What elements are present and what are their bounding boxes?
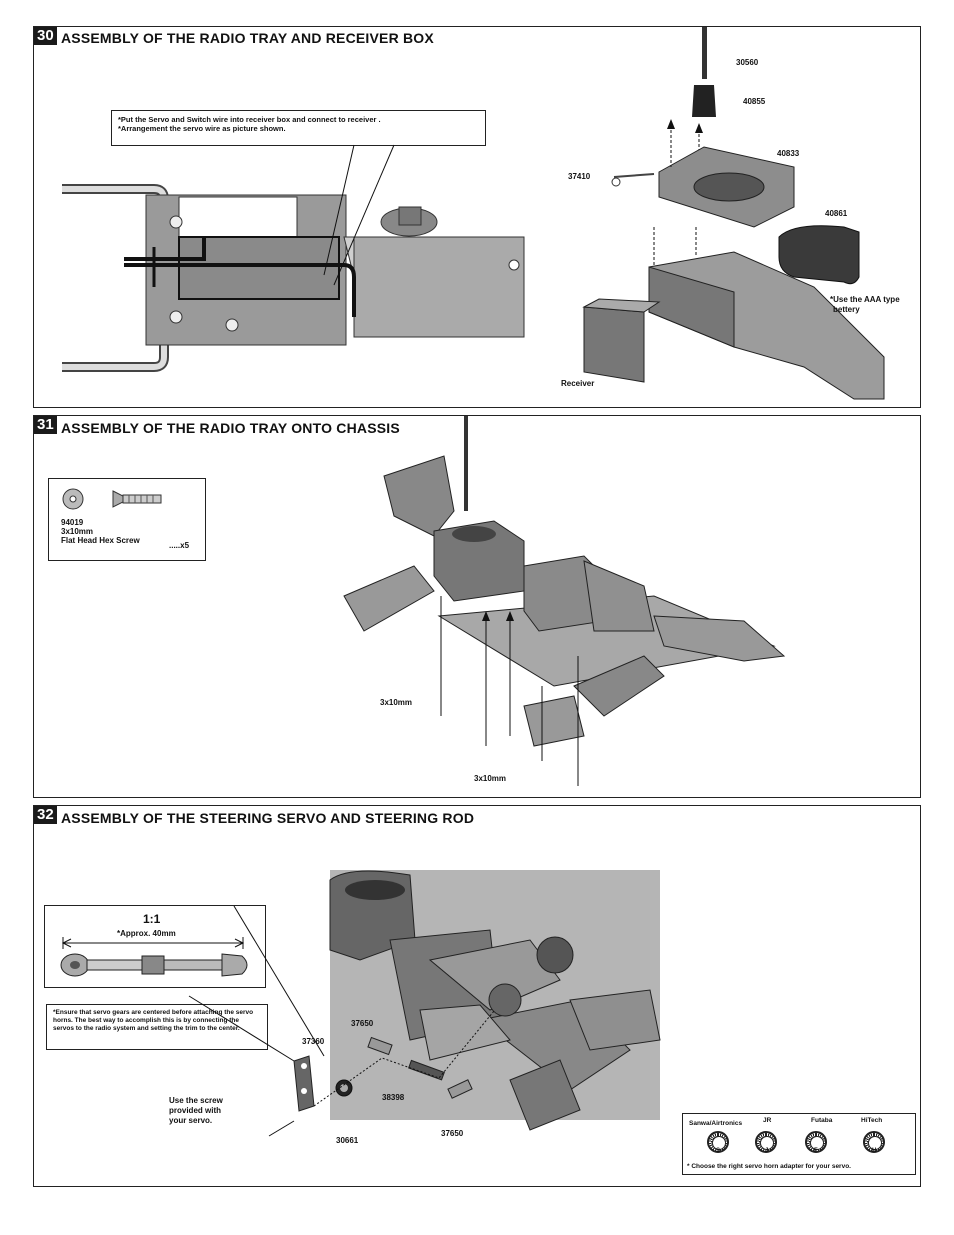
screw-note-line-1: Use the screw	[169, 1096, 223, 1105]
brand-hitech: HiTech	[861, 1117, 883, 1124]
length-arrow	[61, 937, 245, 949]
part-30661-label: 30661	[336, 1136, 359, 1145]
step-30-number: 30	[34, 27, 57, 45]
battery-note-line-1: *Use the AAA type	[830, 295, 900, 304]
brand-sanwa: Sanwa/Airtronics	[689, 1120, 743, 1127]
adapter-letter-s: S	[716, 1148, 721, 1154]
rod-scale-box: 1:1 *Approx. 40mm	[44, 905, 266, 988]
adapter-f-icon	[805, 1131, 827, 1153]
part-40855-label: 40855	[743, 97, 766, 106]
washer-icon	[62, 488, 84, 510]
part-37650-top-label: 37650	[351, 1019, 374, 1028]
adapter-note: * Choose the right servo horn adapter fo…	[687, 1163, 851, 1170]
part-40833-label: 40833	[777, 149, 800, 158]
scale-label: 1:1	[143, 912, 161, 926]
adapter-h-icon	[863, 1131, 885, 1153]
step-31-panel: 31 ASSEMBLY OF THE RADIO TRAY ONTO CHASS…	[33, 415, 921, 798]
adapter-letter-j: J	[765, 1148, 769, 1154]
brand-futaba: Futaba	[811, 1117, 833, 1124]
adapter-j-icon	[755, 1131, 777, 1153]
screw-note-line-2: provided with	[169, 1106, 221, 1115]
part-38398-label: 38398	[382, 1093, 405, 1102]
screw-label-1: 3x10mm	[380, 698, 413, 707]
step-31-number: 31	[34, 416, 57, 434]
step-31-title: ASSEMBLY OF THE RADIO TRAY ONTO CHASSIS	[61, 420, 400, 436]
part-37650-bottom-label: 37650	[441, 1129, 464, 1138]
hardware-qty: .....x5	[169, 541, 190, 550]
step-32-title: ASSEMBLY OF THE STEERING SERVO AND STEER…	[61, 810, 475, 826]
part-40861-label: 40861	[825, 209, 848, 218]
step-32-number: 32	[34, 806, 57, 824]
receiver-label: Receiver	[561, 379, 595, 388]
screw-label-2: 3x10mm	[474, 774, 507, 783]
flat-head-screw-icon	[112, 490, 162, 508]
wire-note-line-2: *Arrangement the servo wire as picture s…	[118, 124, 286, 133]
adapter-letter-h: H	[872, 1148, 877, 1154]
servo-center-note-text: *Ensure that servo gears are centered be…	[53, 1009, 254, 1032]
steering-rod-illustration	[60, 953, 248, 977]
screw-note-line-3: your servo.	[169, 1116, 213, 1125]
brand-jr: JR	[763, 1117, 772, 1124]
hardware-box: 94019 3x10mm Flat Head Hex Screw .....x5	[48, 478, 206, 561]
step-30-wire-note: *Put the Servo and Switch wire into rece…	[111, 110, 486, 146]
part-30560-label: 30560	[736, 58, 759, 67]
hardware-code: 94019	[61, 518, 84, 527]
linkage-parts-illustration	[188, 905, 495, 1137]
battery-note-line-2: bettery	[833, 305, 860, 314]
step-32-panel: 32 ASSEMBLY OF THE STEERING SERVO AND ST…	[33, 805, 921, 1187]
adapter-s-icon	[707, 1131, 729, 1153]
receiver-box-illustration	[582, 27, 885, 400]
horn-adapter-box: Sanwa/Airtronics JR Futaba HiTech S J F …	[682, 1113, 916, 1175]
hardware-size: 3x10mm	[61, 527, 94, 536]
servo-center-note: *Ensure that servo gears are centered be…	[46, 1004, 268, 1050]
chassis-illustration	[343, 416, 786, 786]
wire-note-line-1: *Put the Servo and Switch wire into rece…	[118, 115, 381, 124]
part-37360-label: 37360	[302, 1037, 325, 1046]
hardware-name: Flat Head Hex Screw	[61, 536, 140, 545]
part-37410-label: 37410	[568, 172, 591, 181]
step-30-panel: 30 ASSEMBLY OF THE RADIO TRAY AND RECEIV…	[33, 26, 921, 408]
radio-tray-illustration	[62, 184, 525, 372]
length-note: *Approx. 40mm	[117, 929, 176, 938]
adapter-letter-f: F	[814, 1148, 818, 1154]
step-30-title: ASSEMBLY OF THE RADIO TRAY AND RECEIVER …	[61, 30, 434, 46]
note-leader-lines	[323, 144, 395, 286]
